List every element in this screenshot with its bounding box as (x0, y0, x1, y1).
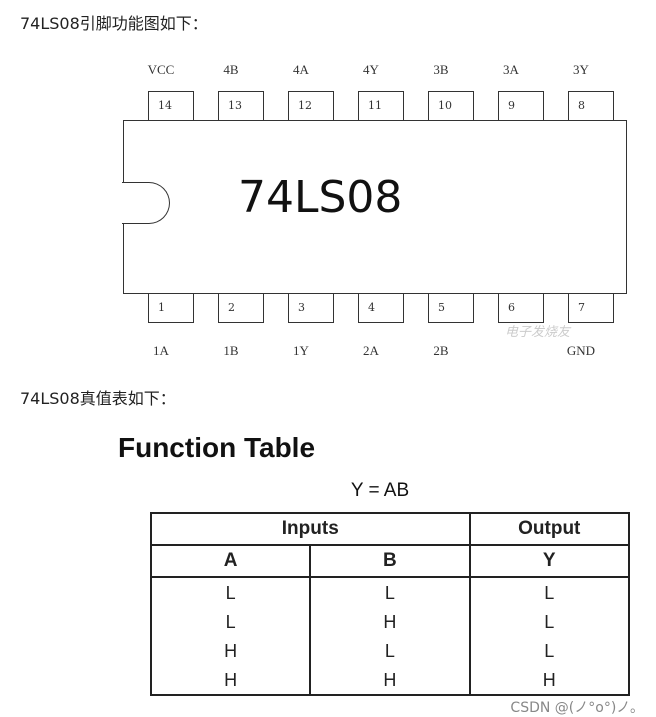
pin: 9 (498, 91, 544, 121)
chip-name: 74LS08 (238, 172, 403, 223)
equation: Y = AB (350, 480, 410, 501)
pin-label: 4A (293, 62, 309, 77)
pin: 8 (568, 91, 614, 121)
col-b: B (309, 544, 471, 578)
pin-label: 3A (503, 62, 519, 77)
chip-body (123, 120, 627, 294)
table-cell: L (309, 636, 471, 665)
pin: 10 (428, 91, 474, 121)
pin: 2 (218, 293, 264, 323)
table-cell: L (149, 607, 312, 636)
pin-label: 4Y (363, 62, 379, 77)
table-cell: L (468, 607, 631, 636)
pin-label: 2A (363, 343, 379, 358)
pin-label: VCC (147, 62, 175, 77)
inputs-header: Inputs (150, 512, 471, 546)
pin-label: 3Y (573, 62, 589, 77)
pin: 13 (218, 91, 264, 121)
pin-label: 1A (153, 343, 169, 358)
pin: 11 (358, 91, 404, 121)
pin-label: 4B (223, 62, 239, 77)
table-cell: L (309, 577, 471, 607)
col-a: A (149, 544, 312, 578)
pin-label: 1Y (293, 343, 309, 358)
pin: 7 (568, 293, 614, 323)
function-table-title: Function Table (118, 432, 316, 463)
pin: 5 (428, 293, 474, 323)
chip-notch (122, 182, 170, 224)
pin: 12 (288, 91, 334, 121)
csdn-watermark: CSDN @(ノ°o°)ノ。 (510, 700, 644, 716)
pin: 6 (498, 293, 544, 323)
table-cell: L (149, 577, 312, 607)
pin-label: 3B (433, 62, 449, 77)
pin: 4 (358, 293, 404, 323)
col-y: Y (468, 544, 631, 578)
table-cell: L (468, 577, 631, 607)
truth-caption: 74LS08真值表如下： (20, 389, 176, 408)
table-cell: H (149, 665, 312, 696)
table-cell: L (468, 636, 631, 665)
pin: 1 (148, 293, 194, 323)
output-header: Output (468, 512, 631, 546)
table-cell: H (149, 636, 312, 665)
pin-label: 1B (223, 343, 239, 358)
pinout-caption: 74LS08引脚功能图如下： (20, 14, 208, 33)
table-cell: H (468, 665, 631, 696)
pin-label: GND (566, 343, 596, 358)
table-cell: H (309, 607, 471, 636)
pin: 14 (148, 91, 194, 121)
pin-label: 2B (433, 343, 449, 358)
table-cell: H (309, 665, 471, 696)
pin: 3 (288, 293, 334, 323)
diagram-watermark: 电子发烧友 (505, 325, 571, 340)
